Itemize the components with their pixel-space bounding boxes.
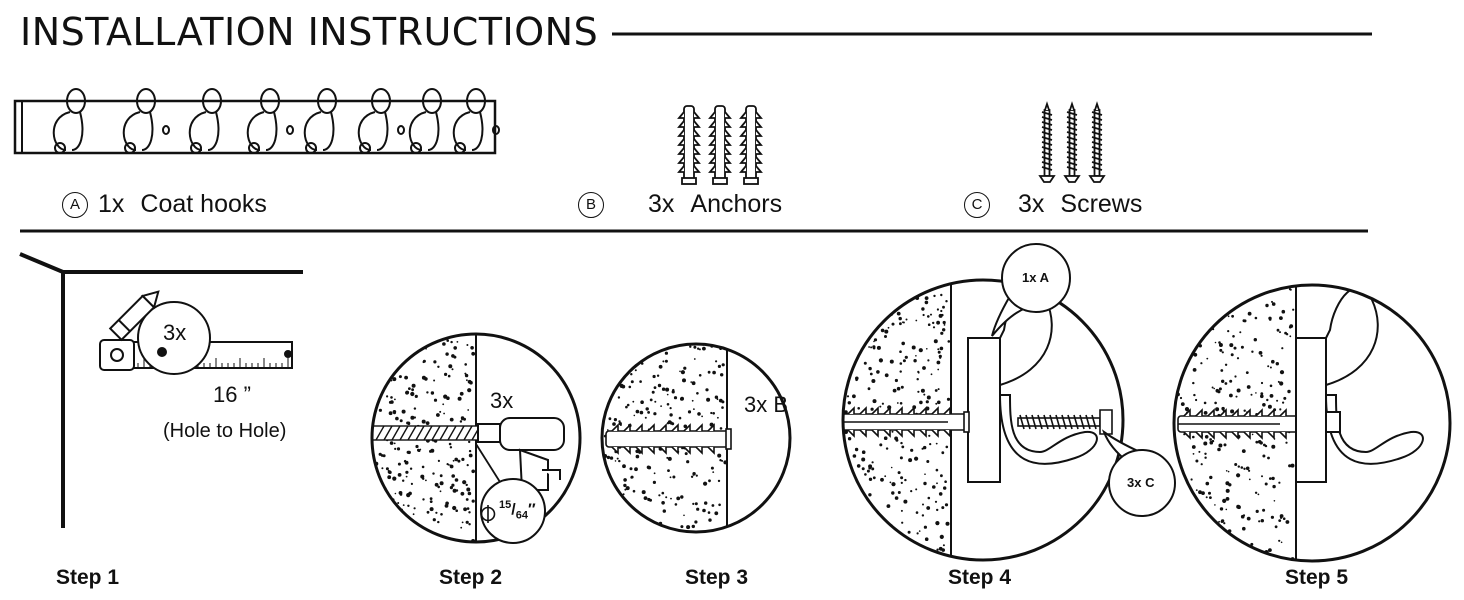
- callout-a-text: 1x A: [1022, 270, 1049, 285]
- coat-hook-icon: [303, 88, 337, 154]
- step4-mount-view: [841, 243, 1176, 562]
- part-a-qty: 1x: [98, 190, 125, 218]
- coat-hook-rack-icon: [13, 88, 500, 155]
- callout-c-bubble: [1101, 429, 1176, 517]
- anchor-icon: [739, 105, 763, 185]
- drill-size-callout: [480, 478, 546, 544]
- coat-hook-icon: [357, 88, 405, 154]
- coat-hook-icon: [246, 88, 294, 154]
- anchor-icon: [708, 105, 732, 185]
- coat-hook-icon: [122, 88, 170, 154]
- step2-drill-size: 15/64″: [499, 499, 536, 522]
- screw-icon: [1038, 101, 1056, 183]
- step-1-label: Step 1: [56, 566, 120, 589]
- part-c-label: C 3x Screws: [964, 190, 1142, 219]
- drill-size-unit: ″: [527, 501, 536, 519]
- step2-drilling-view: [370, 332, 582, 544]
- step1-note: (Hole to Hole): [163, 420, 287, 442]
- step-3-label: Step 3: [685, 566, 749, 589]
- part-a-name: Coat hooks: [140, 190, 267, 218]
- callout-c-text: 3x C: [1127, 475, 1155, 490]
- anchors-icon: [677, 105, 763, 185]
- step1-distance: 16 ”: [213, 382, 251, 407]
- part-c-name: Screws: [1060, 190, 1143, 218]
- part-b-label: B 3x Anchors: [578, 190, 782, 219]
- step1-marking-tools: [99, 290, 293, 375]
- drill-size-denominator: 64: [515, 509, 528, 522]
- part-a-letter-badge: A: [62, 191, 88, 218]
- coat-hook-icon: [52, 88, 86, 154]
- page-title: INSTALLATION INSTRUCTIONS: [20, 10, 599, 54]
- part-a-label: A 1x Coat hooks: [62, 190, 267, 219]
- coat-hook-icon: [452, 88, 500, 154]
- step3-anchor-inserted-view: [600, 342, 792, 534]
- part-b-name: Anchors: [690, 190, 783, 218]
- coat-hook-icon: [188, 88, 222, 154]
- step1-count: 3x: [163, 320, 187, 345]
- step3-label: 3x B: [744, 392, 789, 417]
- callout-a-bubble: [991, 243, 1071, 337]
- anchor-icon: [677, 105, 701, 185]
- part-b-letter-badge: B: [578, 191, 604, 218]
- step2-count: 3x: [490, 388, 514, 413]
- screw-icon: [1088, 101, 1106, 183]
- part-c-qty: 3x: [1018, 190, 1045, 218]
- step-2-label: Step 2: [439, 566, 503, 589]
- screw-icon: [1063, 101, 1081, 183]
- part-c-letter-badge: C: [964, 191, 990, 218]
- step-4-label: Step 4: [948, 566, 1012, 589]
- part-b-qty: 3x: [648, 190, 675, 218]
- step1-wall-corner: [19, 252, 303, 528]
- coat-hook-icon: [408, 88, 442, 154]
- step5-installed-view: [1172, 283, 1452, 563]
- drill-size-numerator: 15: [499, 499, 512, 511]
- screws-icon: [1038, 101, 1106, 183]
- step-5-label: Step 5: [1285, 566, 1349, 589]
